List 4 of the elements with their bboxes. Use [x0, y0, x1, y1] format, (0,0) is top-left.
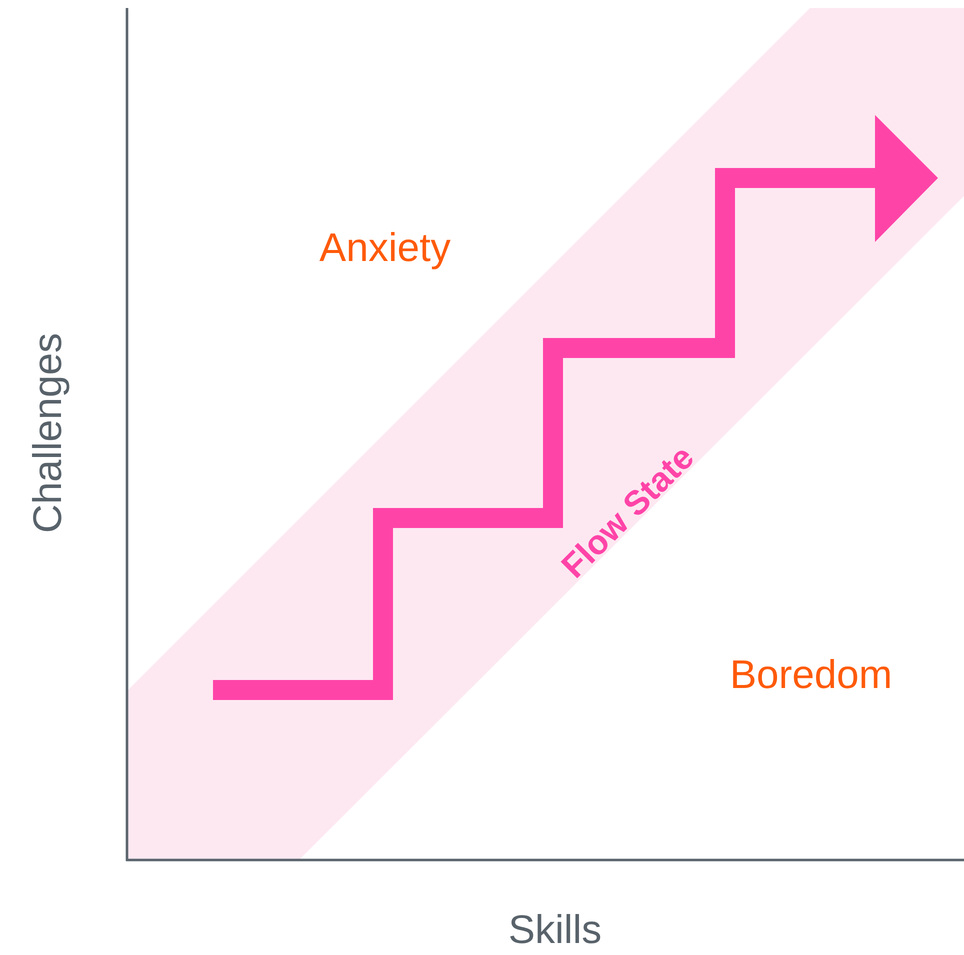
region-label: Anxiety — [319, 228, 451, 268]
axis-title: Skills — [508, 910, 602, 950]
axis-title: Challenges — [28, 332, 68, 534]
region-label: Boredom — [730, 655, 892, 695]
